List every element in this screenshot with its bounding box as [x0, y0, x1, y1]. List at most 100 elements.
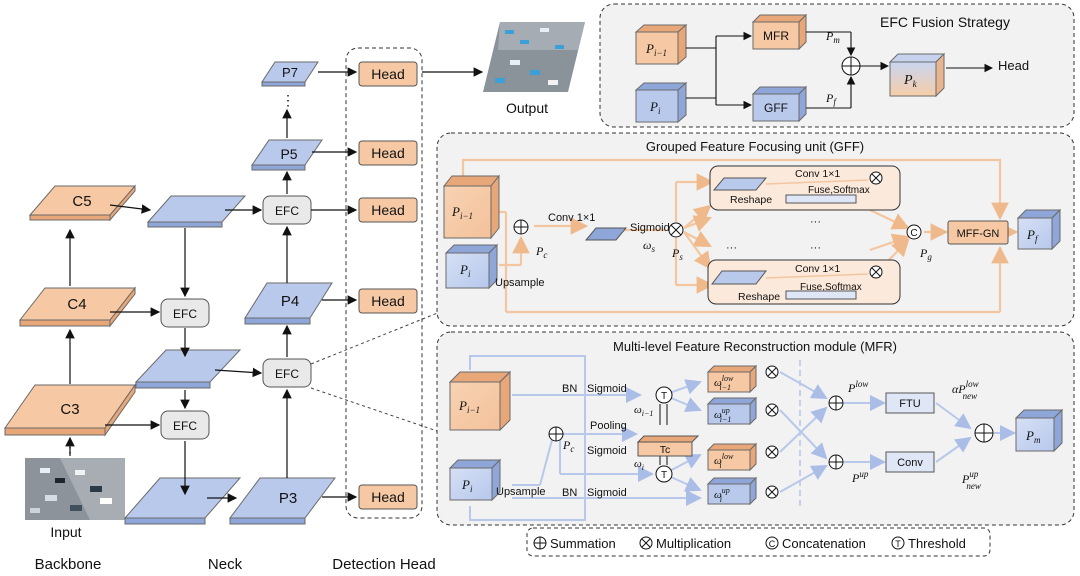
legend-concatenation: C Concatenation — [765, 536, 866, 551]
gff-dots-3: ··· — [810, 242, 821, 254]
svg-text:Pi−1: Pi−1 — [645, 41, 667, 58]
neck-c5-feature — [146, 195, 247, 223]
head-p7: Head — [358, 61, 418, 87]
efc-to-gff-connector — [310, 311, 441, 365]
svg-text:Fuse,Softmax: Fuse,Softmax — [800, 282, 862, 293]
p5-layer: P5 — [251, 139, 323, 171]
c5-layer: C5 — [28, 184, 137, 222]
mfr-ftu-block: FTU — [885, 392, 935, 414]
gff-panel: Grouped Feature Focusing unit (GFF) — [436, 132, 1075, 327]
backbone-dots: ⋮ — [63, 439, 77, 455]
svg-text:Reshape: Reshape — [730, 194, 772, 206]
neck-section-label: Neck — [208, 556, 243, 573]
svg-text:Pi−1: Pi−1 — [451, 204, 473, 221]
p5-label: P5 — [280, 146, 297, 162]
c4-label: C4 — [67, 296, 86, 313]
p4-layer: P4 — [244, 282, 333, 325]
svg-text:Pm: Pm — [825, 29, 840, 45]
gff-multiply-node — [668, 222, 684, 238]
svg-text:Pup: Pup — [851, 469, 869, 485]
gff-group-top: Reshape Conv 1×1 Fuse,Softmax — [709, 165, 901, 211]
svg-text:Conv 1×1: Conv 1×1 — [795, 168, 840, 180]
backbone-section-label: Backbone — [35, 556, 102, 573]
input-label: Input — [50, 524, 81, 540]
svg-text:Threshold: Threshold — [908, 536, 966, 551]
c3-layer: C3 — [4, 383, 136, 437]
svg-text:Conv 1×1: Conv 1×1 — [795, 263, 840, 275]
legend-multiplication: Multiplication — [639, 536, 731, 551]
svg-text:Pg: Pg — [919, 246, 932, 262]
efc-pi1-cube: Pi−1 — [634, 23, 688, 66]
gff-mffgn-block: MFF-GN — [947, 220, 1009, 245]
mfr-pm-cube: Pm — [1014, 408, 1064, 453]
svg-text:Pi: Pi — [461, 477, 473, 494]
c3-label: C3 — [60, 401, 79, 418]
mfr-upsample-label: Upsample — [496, 486, 546, 498]
svg-text:Pf: Pf — [1026, 227, 1039, 244]
p7-layer: P7 — [261, 61, 319, 87]
mfr-sigmoid-top: Sigmoid — [587, 383, 627, 395]
svg-text:Pi: Pi — [459, 262, 471, 279]
svg-text:Pc: Pc — [562, 438, 574, 454]
mfr-sigmoid-bottom: Sigmoid — [587, 487, 627, 499]
svg-text:Pc: Pc — [535, 244, 547, 260]
efc-pi-cube: Pi — [634, 81, 688, 124]
legend: Summation Multiplication C Concatenation… — [526, 527, 991, 557]
c4-layer: C4 — [18, 286, 137, 328]
head-p5: Head — [358, 140, 418, 166]
mfr-sum-final — [974, 423, 994, 443]
svg-text:EFC: EFC — [275, 204, 299, 218]
head-p3: Head — [358, 484, 418, 510]
output-label: Output — [506, 100, 548, 116]
gff-sigmoid-label: Sigmoid — [630, 222, 670, 234]
svg-text:EFC: EFC — [173, 307, 197, 321]
svg-text:Fuse,Softmax: Fuse,Softmax — [808, 185, 870, 196]
svg-text:C: C — [769, 539, 776, 549]
gff-upsample-label: Upsample — [495, 277, 545, 289]
svg-text:Head: Head — [371, 489, 404, 505]
mfr-sum-node — [548, 426, 564, 442]
svg-text:Pi−1: Pi−1 — [458, 398, 480, 415]
head-efc: Head — [358, 197, 418, 223]
gff-pf-cube: Pf — [1016, 208, 1062, 251]
svg-text:Head: Head — [371, 66, 404, 82]
efc-block-c3: EFC — [160, 410, 210, 440]
svg-text:Pm: Pm — [1025, 428, 1041, 445]
input-image — [25, 458, 125, 520]
svg-text:Summation: Summation — [550, 536, 616, 551]
neck-c4-feature — [134, 349, 242, 383]
svg-text:Reshape: Reshape — [738, 291, 780, 303]
detection-head-section-label: Detection Head — [332, 556, 435, 573]
detection-head: Head Head Head Head Head Detection Head — [332, 22, 585, 573]
svg-text:Head: Head — [371, 202, 404, 218]
mfr-conv-block: Conv — [885, 451, 935, 473]
gff-pi1-cube: Pi−1 — [442, 174, 501, 240]
mfr-bn-bottom: BN — [562, 487, 577, 499]
output-image — [483, 22, 585, 92]
svg-text:Head: Head — [371, 293, 404, 309]
mfr-bn-top: BN — [562, 383, 577, 395]
svg-text:Tc: Tc — [660, 444, 671, 456]
p3-layer: P3 — [229, 477, 336, 525]
gff-sum-node — [513, 219, 529, 235]
efc-fusion-title: EFC Fusion Strategy — [880, 14, 1010, 30]
svg-text:Pf: Pf — [825, 91, 837, 107]
svg-text:MFF-GN: MFF-GN — [957, 228, 1000, 240]
svg-text:EFC: EFC — [275, 367, 299, 381]
mfr-title: Multi-level Feature Reconstruction modul… — [613, 339, 897, 354]
p3-label: P3 — [279, 490, 297, 507]
efc-mfr-block: MFR — [751, 13, 808, 51]
mfr-multiply-nodes — [765, 365, 779, 499]
svg-text:GFF: GFF — [764, 101, 788, 115]
mfr-tc-block: Tc — [636, 435, 700, 457]
svg-text:Head: Head — [371, 145, 404, 161]
gff-concat-node: C — [906, 224, 922, 240]
